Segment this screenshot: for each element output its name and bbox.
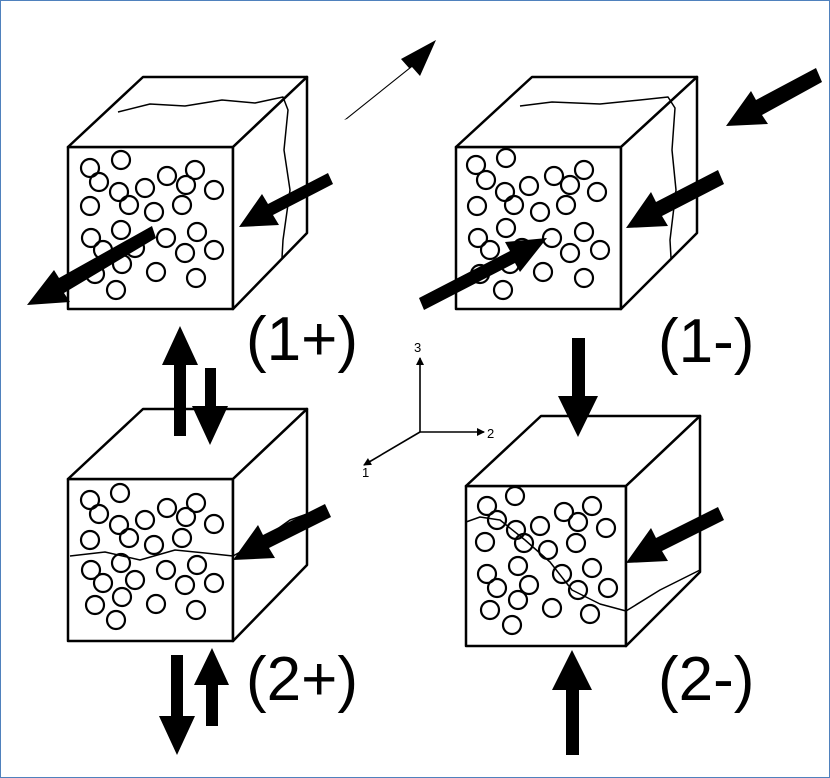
- axis-3-label: 3: [414, 340, 421, 355]
- axis-2-label: 2: [487, 426, 494, 441]
- fiber-circles: [79, 482, 225, 631]
- cube-1-plus: [66, 75, 309, 311]
- axis-1-line: [363, 431, 421, 466]
- cube-2-minus: [464, 414, 702, 648]
- axis-triad: [363, 357, 485, 466]
- arrows-cube-1-minus: [419, 68, 822, 310]
- tension-arrow-out: [344, 40, 436, 120]
- fiber-circles: [79, 149, 225, 301]
- label-case-2-plus: (2+): [246, 645, 358, 714]
- label-case-1-minus: (1-): [658, 307, 754, 376]
- arrows-cube-2-minus: [552, 338, 724, 755]
- fiber-circles: [474, 485, 619, 636]
- label-case-2-minus: (2-): [658, 645, 754, 714]
- axis-1-label: 1: [362, 465, 369, 480]
- fiber-circles: [465, 147, 611, 301]
- arrows-cube-2-plus: [159, 326, 331, 755]
- cube-1-minus: [454, 75, 699, 311]
- cube-2-plus: [66, 407, 309, 643]
- label-case-1-plus: (1+): [246, 305, 358, 374]
- arrows-cube-1-plus: [27, 40, 436, 305]
